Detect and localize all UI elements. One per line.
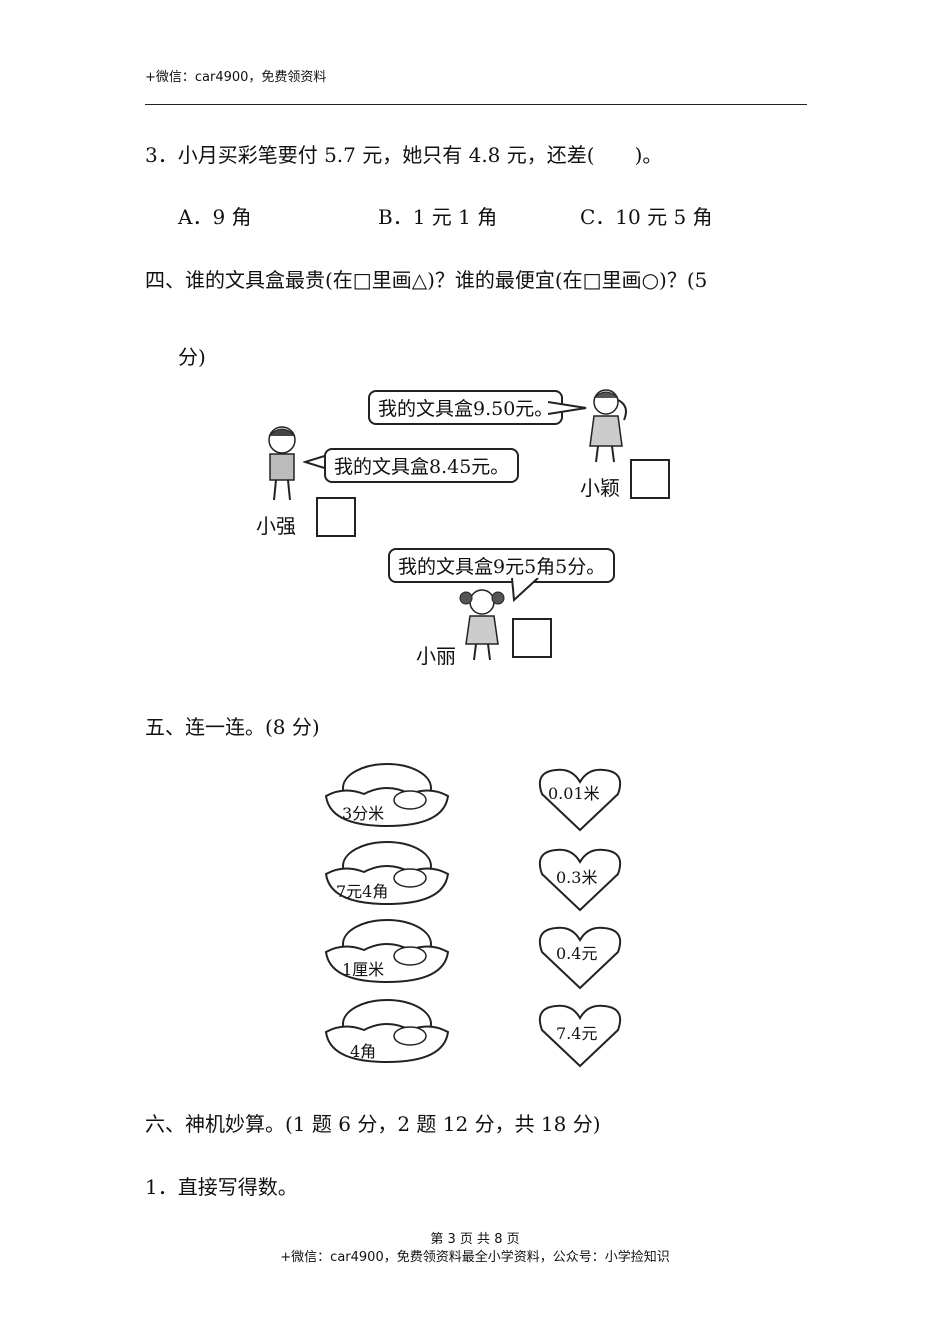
- heart-icon: [538, 768, 622, 832]
- answer-box-xiaoqiang[interactable]: [316, 497, 356, 537]
- basket-label: 3分米: [342, 804, 385, 823]
- header-divider: [145, 104, 807, 105]
- basket-1[interactable]: 3分米: [324, 760, 450, 830]
- speech-bubble-xiaoli: 我的文具盒9元5角5分。: [388, 548, 616, 583]
- header-note: +微信：car4900，免费领资料: [145, 70, 327, 85]
- name-xiaoqiang: 小强: [256, 514, 296, 538]
- heart-4[interactable]: 7.4元: [536, 1002, 624, 1068]
- basket-label: 1厘米: [342, 960, 385, 979]
- section-4-title-line2: 分): [178, 345, 206, 369]
- basket-icon: [324, 841, 450, 906]
- speech-bubble-xiaoqiang: 我的文具盒8.45元。: [324, 448, 520, 483]
- section-6-sub1: 1．直接写得数。: [145, 1175, 298, 1199]
- heart-icon: [538, 926, 622, 990]
- heart-2[interactable]: 0.3米: [536, 846, 624, 912]
- footer-note: +微信：car4900，免费领资料最全小学资料，公众号：小学捡知识: [280, 1250, 670, 1265]
- heart-label: 7.4元: [556, 1024, 598, 1043]
- section-6-title: 六、神机妙算。(1 题 6 分，2 题 12 分，共 18 分): [145, 1112, 601, 1136]
- answer-box-xiaoying[interactable]: [630, 459, 670, 499]
- boy-figure-xiaoqiang: [268, 426, 296, 501]
- section-4-title-line1: 四、谁的文具盒最贵(在□里画△)？谁的最便宜(在□里画○)？(5: [145, 268, 708, 292]
- heart-1[interactable]: 0.01米: [536, 766, 624, 832]
- name-xiaoying: 小颖: [580, 476, 620, 500]
- heart-icon: [538, 848, 622, 912]
- basket-icon: [324, 919, 450, 984]
- question-3: 3．小月买彩笔要付 5.7 元，她只有 4.8 元，还差( )。: [145, 143, 663, 167]
- heart-label: 0.3米: [556, 868, 598, 887]
- section-5-title: 五、连一连。(8 分): [145, 715, 320, 739]
- heart-icon: [538, 1004, 622, 1068]
- answer-box-xiaoli[interactable]: [512, 618, 552, 658]
- basket-4[interactable]: 4角: [324, 996, 450, 1066]
- heart-3[interactable]: 0.4元: [536, 924, 624, 990]
- basket-icon: [324, 999, 450, 1064]
- basket-label: 4角: [350, 1042, 377, 1061]
- basket-icon: [324, 763, 450, 828]
- option-c: C．10 元 5 角: [580, 205, 713, 229]
- basket-label: 7元4角: [336, 882, 389, 901]
- speech-bubble-xiaoying: 我的文具盒9.50元。: [368, 390, 564, 425]
- girl-figure-xiaoli: [459, 589, 505, 661]
- page-number: 第 3 页 共 8 页: [430, 1232, 520, 1247]
- basket-2[interactable]: 7元4角: [324, 838, 450, 908]
- option-a: A．9 角: [178, 205, 252, 229]
- name-xiaoli: 小丽: [416, 644, 456, 668]
- option-b: B．1 元 1 角: [378, 205, 498, 229]
- heart-label: 0.01米: [548, 784, 600, 803]
- heart-label: 0.4元: [556, 944, 598, 963]
- bubble-tail-xiaoying: [548, 401, 587, 415]
- bubble-tail-xiaoli: [511, 578, 539, 603]
- basket-3[interactable]: 1厘米: [324, 916, 450, 986]
- girl-figure-xiaoying: [589, 389, 627, 463]
